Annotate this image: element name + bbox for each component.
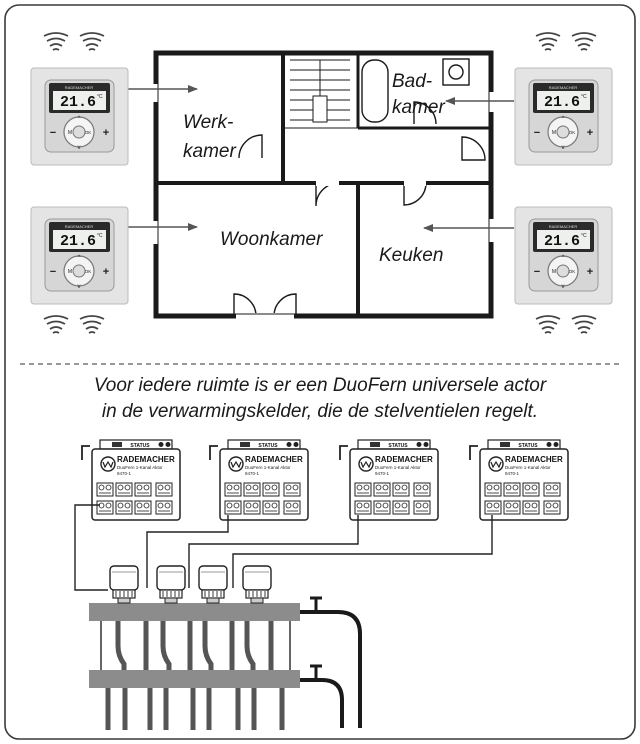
rademacher-logo: [488, 456, 504, 472]
actuator-brand: RADEMACHER: [245, 455, 303, 464]
wireless-signal-icon: [535, 32, 597, 51]
temperature-unit: °C: [97, 233, 103, 239]
ok-label: OK: [569, 269, 576, 274]
valve-actuator-head: [242, 565, 272, 604]
outer-frame: [4, 4, 636, 740]
room-label-keuken: Keuken: [379, 245, 443, 266]
actuator-model-number: 9470-1: [117, 471, 132, 476]
actuator-brand: RADEMACHER: [505, 455, 563, 464]
status-label: STATUS: [130, 443, 150, 449]
plus-button: +: [103, 266, 109, 278]
ok-label: OK: [569, 130, 576, 135]
room-thermostat-badkamer: RADEMACHER 21.6°C ^ v M OK − +: [514, 67, 613, 166]
status-label: STATUS: [258, 443, 278, 449]
temperature-display: 21.6: [544, 94, 580, 111]
up-button: ^: [78, 255, 81, 261]
room-label-woonkamer: Woonkamer: [220, 229, 323, 250]
temperature-display: 21.6: [544, 233, 580, 250]
actuator-model-name: DuoFern 1-Kanal Aktor: [117, 465, 163, 470]
thermostat-brand: RADEMACHER: [549, 85, 578, 90]
plus-button: +: [587, 266, 593, 278]
status-label: STATUS: [518, 443, 538, 449]
caption-line-1: Voor iedere ruimte is er een DuoFern uni…: [93, 375, 547, 396]
plus-button: +: [587, 127, 593, 139]
room-thermostat-woonkamer: RADEMACHER 21.6°C ^ v M OK − +: [30, 206, 129, 305]
actuator-brand: RADEMACHER: [375, 455, 433, 464]
temperature-unit: °C: [97, 94, 103, 100]
up-button: ^: [562, 116, 565, 122]
floor-plan: [153, 50, 494, 319]
valve-actuator-head: [156, 565, 186, 604]
down-button: v: [78, 145, 81, 151]
status-label: STATUS: [388, 443, 408, 449]
valve-actuator-head: [198, 565, 228, 604]
minus-button: −: [50, 266, 56, 278]
thermostat-brand: RADEMACHER: [65, 224, 94, 229]
temperature-display: 21.6: [60, 233, 96, 250]
mode-button: M: [68, 130, 72, 136]
up-button: ^: [78, 116, 81, 122]
actuator-model-name: DuoFern 1-Kanal Aktor: [375, 465, 421, 470]
mode-button: M: [552, 130, 556, 136]
valve-actuator-head: [109, 565, 139, 604]
ok-label: OK: [85, 130, 92, 135]
down-button: v: [78, 284, 81, 290]
plus-button: +: [103, 127, 109, 139]
mode-button: M: [552, 269, 556, 275]
rademacher-logo: [100, 456, 116, 472]
actuator-model-number: 9470-1: [375, 471, 390, 476]
room-label-badkamer-line2: kamer: [392, 97, 445, 118]
ok-button: [72, 264, 86, 278]
thermostat-brand: RADEMACHER: [549, 224, 578, 229]
actuator-brand: RADEMACHER: [117, 455, 175, 464]
actuator-model-number: 9470-1: [245, 471, 260, 476]
down-button: v: [562, 145, 565, 151]
room-label-badkamer-line1: Bad-: [392, 71, 432, 92]
ok-button: [556, 125, 570, 139]
temperature-unit: °C: [581, 233, 587, 239]
thermostat-brand: RADEMACHER: [65, 85, 94, 90]
caption-line-2: in de verwarmingskelder, die de stelvent…: [101, 401, 539, 422]
rademacher-logo: [358, 456, 374, 472]
minus-button: −: [534, 266, 540, 278]
up-button: ^: [562, 255, 565, 261]
room-thermostat-keuken: RADEMACHER 21.6°C ^ v M OK − +: [514, 206, 613, 305]
minus-button: −: [50, 127, 56, 139]
wireless-signal-icon: [535, 315, 597, 334]
down-button: v: [562, 284, 565, 290]
heating-manifold: [74, 504, 493, 730]
ok-button: [556, 264, 570, 278]
temperature-unit: °C: [581, 94, 587, 100]
actuator-model-name: DuoFern 1-Kanal Aktor: [505, 465, 551, 470]
wireless-signal-icon: [43, 32, 105, 51]
ok-button: [72, 125, 86, 139]
temperature-display: 21.6: [60, 94, 96, 111]
wireless-signal-icon: [43, 315, 105, 334]
actuator-model-name: DuoFern 1-Kanal Aktor: [245, 465, 291, 470]
room-label-werkkamer-line1: Werk-: [183, 112, 233, 133]
room-thermostat-werkkamer: RADEMACHER 21.6°C ^ v M OK − +: [30, 67, 129, 166]
mode-button: M: [68, 269, 72, 275]
rademacher-logo: [228, 456, 244, 472]
actuator-model-number: 9470-1: [505, 471, 520, 476]
minus-button: −: [534, 127, 540, 139]
room-label-werkkamer-line2: kamer: [183, 141, 236, 162]
ok-label: OK: [85, 269, 92, 274]
